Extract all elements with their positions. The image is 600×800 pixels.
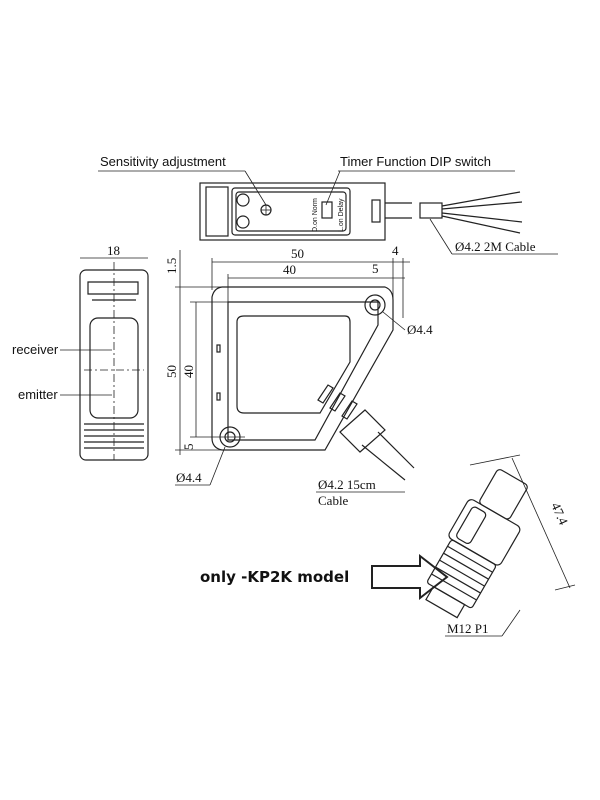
- sensitivity-label: Sensitivity adjustment: [100, 154, 226, 169]
- dim-40-vertical: 40: [181, 365, 196, 378]
- hole-top-label: Ø4.4: [407, 322, 433, 337]
- mount-hole-top: [369, 299, 381, 311]
- dim-4: 4: [392, 243, 399, 258]
- cable-15cm-label-2: Cable: [318, 493, 349, 508]
- timer-label: Timer Function DIP switch: [340, 154, 491, 169]
- dim-5-top: 5: [372, 261, 379, 276]
- hole-bottom-label: Ø4.4: [176, 470, 202, 485]
- connector-label: M12 P1: [447, 621, 489, 636]
- arrow-right-icon: [371, 553, 449, 601]
- dim-40: 40: [283, 262, 296, 277]
- top-view: D.on Norm L.on Delay: [199, 182, 558, 255]
- cable-2m-label: Ø4.2 2M Cable: [455, 239, 536, 254]
- dip-right-label: L.on Delay: [338, 198, 345, 232]
- dim-50-vertical: 50: [164, 365, 179, 378]
- dim-1-5: 1.5: [164, 258, 179, 274]
- dim-5-bottom: 5: [181, 444, 196, 451]
- dim-18: 18: [107, 243, 120, 258]
- receiver-label: receiver: [12, 342, 59, 357]
- cable-15cm-label: Ø4.2 15cm: [318, 477, 376, 492]
- model-note: only -KP2K model: [200, 568, 349, 586]
- emitter-label: emitter: [18, 387, 58, 402]
- m12-connector: [425, 469, 528, 619]
- dim-47-4: 47.4: [548, 500, 571, 527]
- dip-left-label: D.on Norm: [312, 198, 319, 232]
- dip-switch[interactable]: [321, 201, 333, 219]
- dim-50: 50: [291, 246, 304, 261]
- front-view: [175, 250, 415, 486]
- side-view: [60, 257, 149, 461]
